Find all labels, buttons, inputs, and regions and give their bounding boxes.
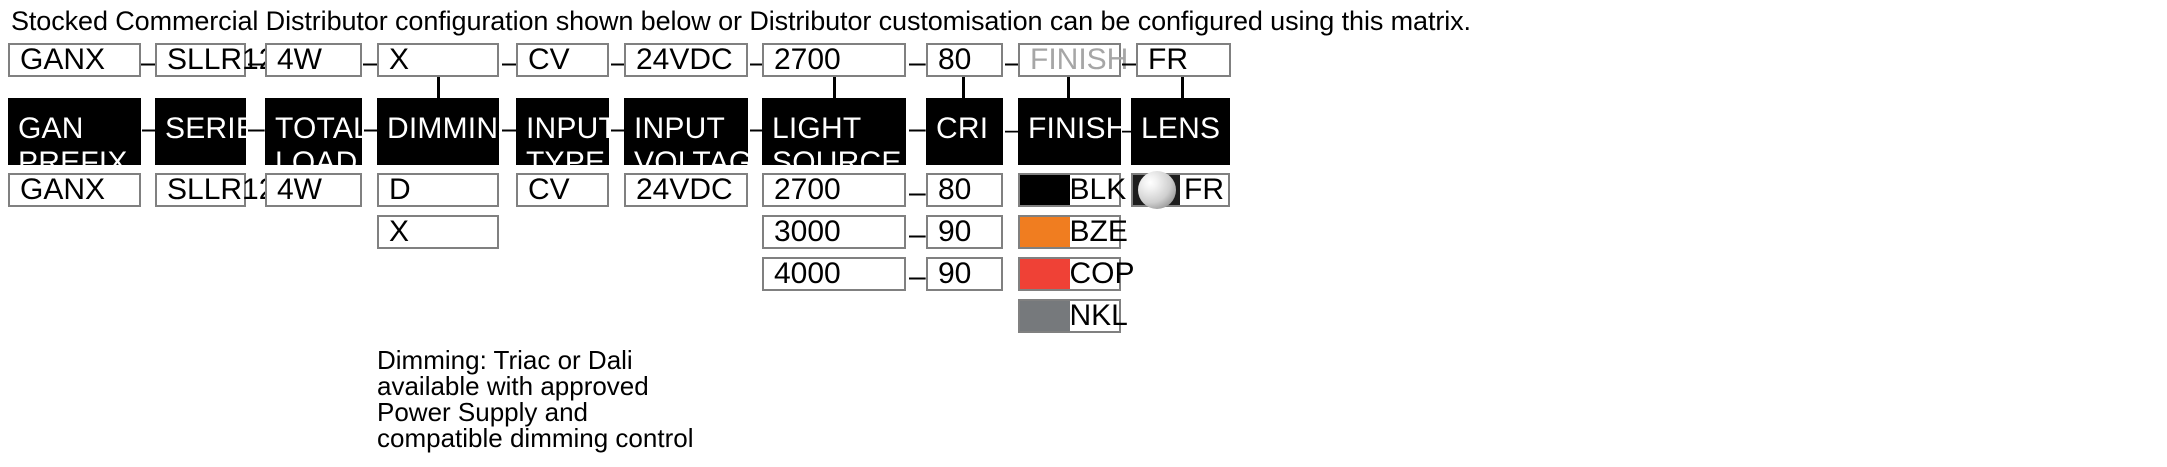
config-value-finish[interactable]: FINISH [1018,43,1128,77]
header-input-type: INPUT TYPE [516,98,617,179]
header-dash-4: – [502,112,519,145]
swatch-color-blk [1020,175,1070,205]
connector-tick-lens [1181,77,1184,98]
option-input-type-1[interactable]: CV [516,173,609,207]
option-input-voltage-1[interactable]: 24VDC [624,173,748,207]
swatch-color-cop [1020,259,1070,289]
config-value-series[interactable]: SLLR120 [155,43,292,77]
option-finish-nkl[interactable]: NKL [1018,299,1128,333]
header-dash-2: – [248,112,265,145]
config-dash-1: – [141,46,158,79]
option-dash-ls-cri-3: – [909,260,926,293]
swatch-color-bze [1020,217,1070,247]
header-gan-prefix: GAN PREFIX [8,98,141,179]
swatch-code-bze: BZE [1069,215,1128,248]
config-dash-2: – [248,46,265,79]
option-light-source-1[interactable]: 2700 [762,173,906,207]
option-finish-cop[interactable]: COP [1018,257,1135,291]
option-total-load-1[interactable]: 4W [265,173,362,207]
connector-tick-light-source [833,77,836,98]
swatch-color-nkl [1020,301,1070,331]
header-light-source: LIGHT SOURCE (K) [762,98,906,213]
option-light-source-2[interactable]: 3000 [762,215,906,249]
header-finish: FINISH [1018,98,1127,165]
lens-code-fr: FR [1184,173,1224,206]
header-lens: LENS [1131,98,1230,165]
header-total-load: TOTAL LOAD [265,98,370,179]
header-dimming: DIMMING [377,98,522,165]
header-dash-1: – [142,112,159,145]
sphere-shape [1137,171,1176,209]
config-value-dimming[interactable]: X [377,43,499,77]
config-value-input-voltage[interactable]: 24VDC [624,43,748,77]
option-cri-3[interactable]: 90 [926,257,1003,291]
option-dash-ls-cri-1: – [909,176,926,209]
config-dash-7: – [909,46,926,79]
frosted-sphere-icon [1133,171,1180,209]
config-dash-5: – [611,46,628,79]
swatch-code-cop: COP [1069,257,1135,290]
option-series-1[interactable]: SLLR120 [155,173,292,207]
option-dimming-2[interactable]: X [377,215,499,249]
option-light-source-3[interactable]: 4000 [762,257,906,291]
config-dash-3: – [363,46,380,79]
swatch-code-blk: BLK [1069,173,1127,206]
connector-tick-cri [962,77,965,98]
header-dash-5: – [611,112,628,145]
header-dash-3: – [364,112,381,145]
intro-text: Stocked Commercial Distributor configura… [11,6,1471,36]
swatch-code-nkl: NKL [1069,299,1128,332]
config-value-light-source[interactable]: 2700 [762,43,906,77]
option-finish-bze[interactable]: BZE [1018,215,1128,249]
config-dash-8: – [1005,46,1022,79]
config-value-lens[interactable]: FR [1136,43,1231,77]
option-cri-1[interactable]: 80 [926,173,1003,207]
option-finish-blk[interactable]: BLK [1018,173,1126,207]
option-dash-ls-cri-2: – [909,218,926,251]
header-cri: CRI [926,98,1003,165]
header-dash-7: – [909,112,926,145]
header-input-voltage: INPUT VOLTAGE [624,98,772,179]
config-value-input-type[interactable]: CV [516,43,609,77]
dimming-note: Dimming: Triac or Dali available with ap… [377,345,694,453]
option-gan-prefix-1[interactable]: GANX [8,173,141,207]
option-cri-2[interactable]: 90 [926,215,1003,249]
config-value-total-load[interactable]: 4W [265,43,362,77]
option-dimming-1[interactable]: D [377,173,499,207]
config-value-cri[interactable]: 80 [926,43,1003,77]
connector-tick-dimming [437,77,440,98]
option-lens-fr[interactable]: FR [1131,171,1230,209]
connector-tick-finish [1067,77,1070,98]
config-dash-9: – [1122,46,1139,79]
header-series: SERIES [155,98,276,165]
config-value-gan-prefix[interactable]: GANX [8,43,141,77]
header-dash-8: – [1005,114,1020,144]
config-dash-4: – [502,46,519,79]
